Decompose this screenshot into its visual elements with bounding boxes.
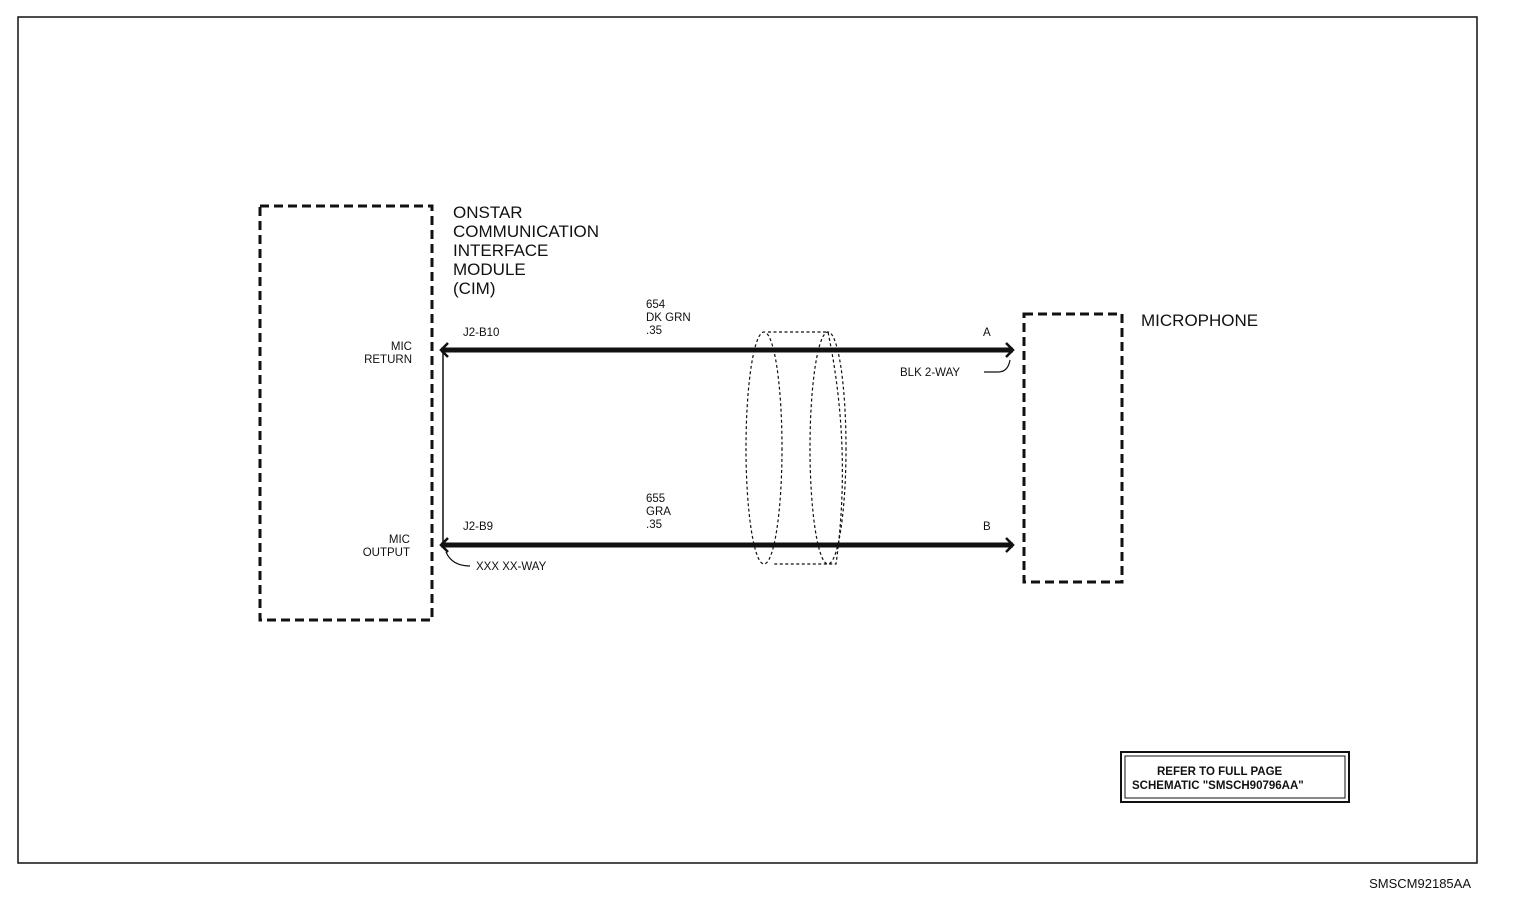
wire-655-pin-mic: B bbox=[983, 521, 991, 533]
wire-655-gauge: .35 bbox=[646, 519, 662, 531]
mic-terminal-b-icon bbox=[1005, 537, 1015, 553]
cim-title-line-4: MODULE bbox=[453, 260, 526, 279]
cim-connector-leader bbox=[445, 551, 471, 567]
wire-655-color: GRA bbox=[646, 506, 671, 518]
wire-654-pin-mic: A bbox=[983, 327, 991, 339]
cim-terminal-return-icon bbox=[439, 342, 449, 358]
mic-output-label-line-1: MIC bbox=[389, 534, 410, 546]
mic-return-label-line-1: MIC bbox=[391, 341, 412, 353]
wire-654-color: DK GRN bbox=[646, 312, 691, 324]
twisted-pair-icon bbox=[745, 331, 847, 565]
wire-654-gauge: .35 bbox=[646, 325, 662, 337]
cim-module-box bbox=[258, 204, 434, 622]
reference-box-inner bbox=[1124, 755, 1346, 799]
mic-terminal-a-icon bbox=[1005, 342, 1015, 358]
mic-return-label-line-2: RETURN bbox=[364, 354, 412, 366]
reference-line-1: REFER TO FULL PAGE bbox=[1157, 766, 1283, 778]
wire-655-circuit: 655 bbox=[646, 493, 665, 505]
wire-654-circuit: 654 bbox=[646, 299, 666, 311]
cim-title-line-3: INTERFACE bbox=[453, 241, 548, 260]
cim-connector-label: XXX XX-WAY bbox=[476, 561, 547, 573]
mic-connector-label: BLK 2-WAY bbox=[900, 367, 960, 379]
reference-line-2: SCHEMATIC "SMSCH90796AA" bbox=[1132, 780, 1304, 792]
diagram-frame bbox=[17, 16, 1478, 864]
figure-id: SMSCM92185AA bbox=[1369, 876, 1471, 891]
wire-654-pin-cim: J2-B10 bbox=[463, 327, 499, 339]
microphone-box bbox=[1022, 312, 1124, 584]
cim-title-line-5: (CIM) bbox=[453, 279, 495, 298]
cim-terminal-output-icon bbox=[439, 537, 449, 553]
wire-655-pin-cim: J2-B9 bbox=[463, 521, 493, 533]
cim-title-line-2: COMMUNICATION bbox=[453, 222, 599, 241]
mic-connector-leader bbox=[984, 359, 1011, 373]
mic-output-label-line-2: OUTPUT bbox=[363, 547, 410, 559]
microphone-title: MICROPHONE bbox=[1141, 311, 1258, 330]
reference-box-outer bbox=[1120, 751, 1350, 803]
cim-title-line-1: ONSTAR bbox=[453, 203, 523, 222]
